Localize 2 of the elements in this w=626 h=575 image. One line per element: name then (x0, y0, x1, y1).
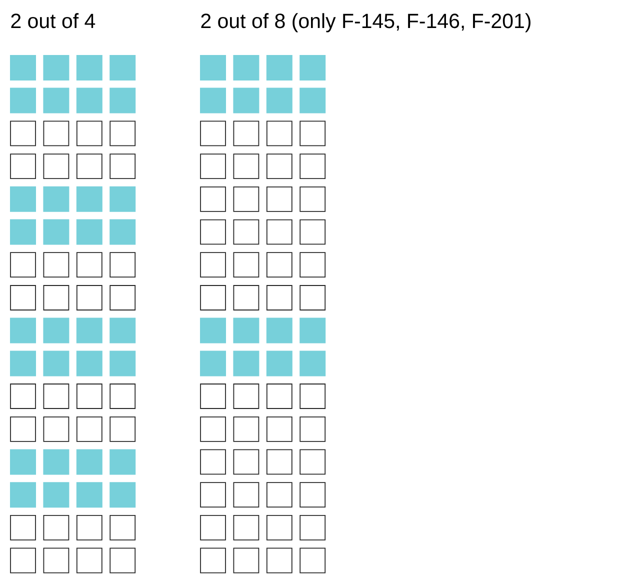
heading-label: 2 out of 8 (only F-145, F-146, F-201) (201, 13, 530, 32)
heading-label: 2 out of 4 (11, 13, 96, 28)
